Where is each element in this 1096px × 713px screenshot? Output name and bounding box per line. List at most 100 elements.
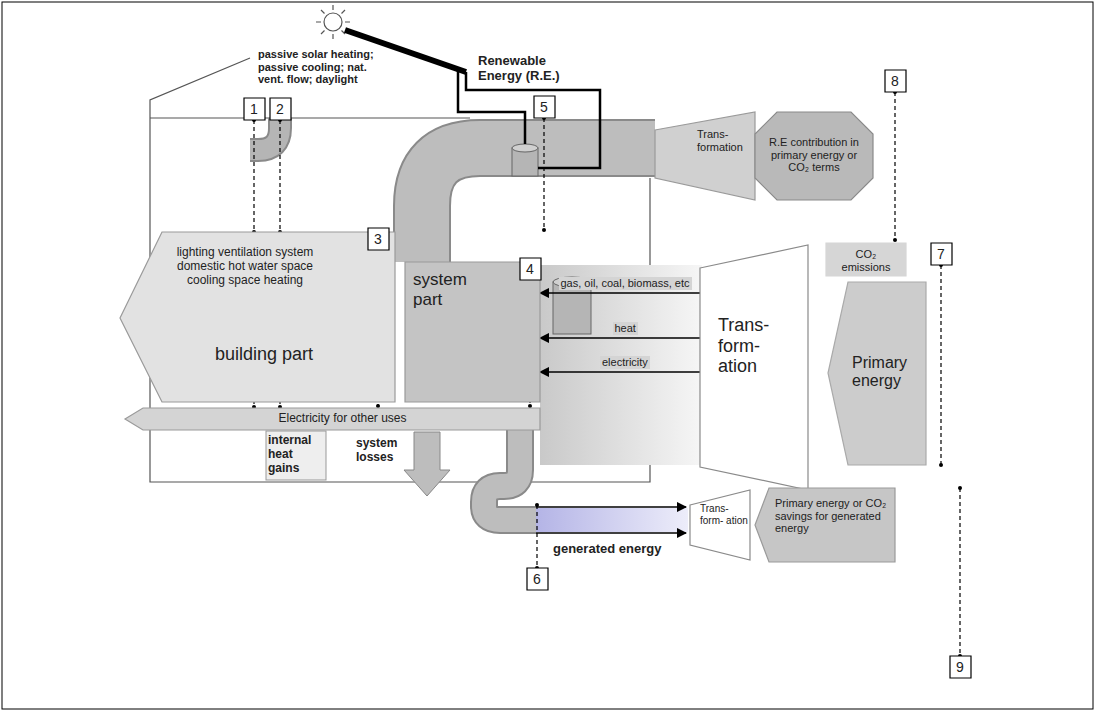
callout-text: 3 [368,231,388,247]
renewable-duct-outline [422,148,655,262]
callout-number: 1 [244,98,265,120]
node-text: Trans- form- ation [700,503,748,526]
callout-text: 6 [527,571,547,587]
ceiling-line [150,117,470,118]
node-outline [826,243,906,276]
node-outline [655,112,755,200]
leader-dot [542,228,546,232]
leader-dot [528,404,532,408]
node-text: Primary energy or CO₂ savings for genera… [775,497,890,535]
node-text: Trans- form- ation [718,315,803,377]
flow-label: electricity [600,356,650,369]
callout-text: 7 [931,246,951,262]
callout-leader [253,120,254,232]
callout-leader [536,505,537,568]
internal-heat-gains-label: internal heat gains [268,434,324,475]
callout-number: 8 [885,70,906,92]
node-text: Primary energy [852,354,924,391]
callout-leader [940,265,941,465]
boiler-cylinder [553,282,591,334]
node-outline [755,112,873,200]
node-outline [885,70,906,92]
renewable-duct [422,148,655,262]
callout-number: 9 [950,656,971,678]
sun-disc [324,13,342,31]
flow-arrow [540,371,700,373]
savings-arrow: Primary energy or CO₂ savings for genera… [755,488,895,562]
node-text: CO₂ emissions [830,248,902,273]
callout-text: 8 [885,73,905,89]
export-arrow [536,506,686,508]
node-text: lighting ventilation system domestic hot… [170,246,320,287]
internal-gains-box [266,431,326,480]
callout-leader [279,120,280,232]
node-outline [828,282,926,465]
renewable-energy-label: Renewable Energy (R.E.) [478,54,576,84]
callout-text: 5 [534,99,554,115]
system-losses-arrow [404,432,450,496]
node-shape [655,112,755,200]
flow-label: gas, oil, coal, biomass, etc [559,277,692,290]
callout-number: 5 [534,96,555,118]
node-text: R.E contribution in primary energy or CO… [765,136,863,174]
system-losses-label: system losses [356,437,406,465]
generated-duct-outline [484,430,536,520]
building-part-arrow: lighting ventilation system domestic hot… [120,232,395,402]
flow-arrow [540,292,700,294]
callout-number: 2 [270,98,291,120]
leader-dot [535,503,539,507]
co2-emissions-box: CO₂ emissions [826,243,906,276]
renewable-contribution-octagon: R.E contribution in primary energy or CO… [755,112,873,200]
callout-text: 2 [270,101,290,117]
node-outline [527,568,548,590]
generated-duct [484,430,536,520]
node-outline [950,656,971,678]
primary-energy-arrow: Primary energy [828,282,926,465]
node-text: building part [215,344,385,365]
node-outline [931,243,952,265]
transformation-funnel: Trans- form- ation [700,245,808,490]
electricity-band-arrow: Electricity for other uses [125,408,540,430]
node-text: Trans- formation [697,128,753,153]
generated-energy-band [536,508,688,532]
transformation-funnel: Trans- form- ation [690,490,750,560]
node-outline [405,262,540,402]
callout-leader [894,92,895,240]
solar-pipe [466,72,600,168]
node-text: system part [413,270,493,309]
callout-leader [959,488,960,656]
sun-rays [316,5,350,39]
callout-number: 6 [527,568,548,590]
transformation-funnel: Trans- formation [655,112,755,200]
annotation-text: passive solar heating; passive cooling; … [258,48,390,86]
sun-symbol [316,5,350,39]
system-ground [540,265,702,465]
callout-number: 7 [931,243,952,265]
solar-storage-top [512,144,538,152]
node-outline [755,488,895,562]
system-part-box: system part [405,262,540,402]
node-text: Electricity for other uses [155,412,530,426]
node-outline [700,245,808,490]
callout-number: 3 [368,228,389,250]
node-outline [690,490,750,560]
node-outline [368,228,389,250]
flow-arrow [540,337,700,339]
node-outline [534,96,555,118]
leader-dot [376,404,380,408]
callout-text: 9 [950,659,970,675]
callout-number: 4 [520,258,541,280]
node-outline [125,408,540,430]
generated-energy-label: generated energy [553,542,683,557]
leader-dot [939,463,943,467]
callout-text: 4 [520,261,540,277]
node-outline [520,258,541,280]
callout-text: 1 [244,101,264,117]
node-outline [120,232,395,402]
export-arrow [536,532,686,534]
node-outline [244,98,265,120]
leader-dot [958,486,962,490]
callout-leader [543,118,544,230]
node-outline [270,98,291,120]
